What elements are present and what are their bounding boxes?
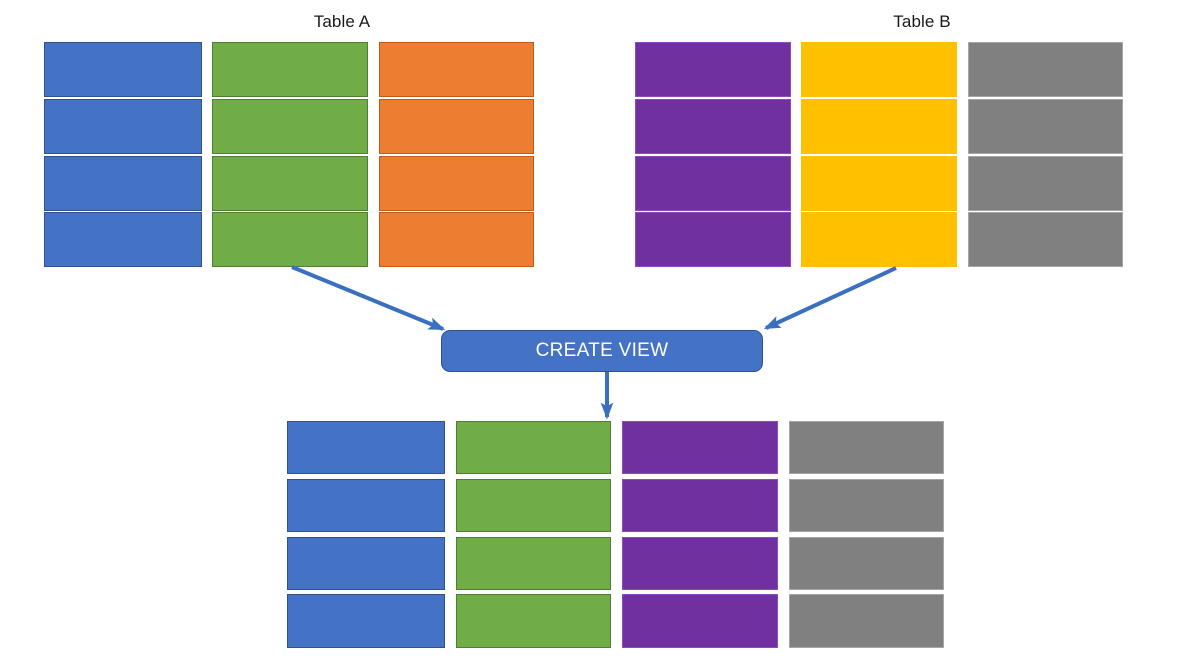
result-view-cell-r1-column-green <box>456 421 611 474</box>
table-b-label: Table B <box>893 12 951 31</box>
result-view-cell-r3-column-blue <box>287 537 445 590</box>
table-b-cell-r3-column-yellow <box>801 156 957 211</box>
result-view-cell-r4-column-green <box>456 594 611 648</box>
result-view-cell-r1-column-blue <box>287 421 445 474</box>
result-view-cell-r3-column-green <box>456 537 611 590</box>
result-view-cell-r1-column-gray <box>789 421 944 474</box>
table-b-cell-r1-column-purple <box>635 42 791 97</box>
result-view-cell-r2-column-green <box>456 479 611 532</box>
table-b-cell-r2-column-gray <box>968 99 1123 154</box>
table-b-cell-r3-column-purple <box>635 156 791 211</box>
result-view-cell-r3-column-gray <box>789 537 944 590</box>
table-a-cell-r2-column-blue <box>44 99 202 154</box>
result-view-cell-r2-column-blue <box>287 479 445 532</box>
table-a-cell-r4-column-orange <box>379 212 534 267</box>
table-a-label: Table A <box>313 12 371 31</box>
table-b-cell-r2-column-yellow <box>801 99 957 154</box>
create-view-button-label: CREATE VIEW <box>535 340 669 361</box>
result-view-cell-r2-column-purple <box>622 479 778 532</box>
table-a-cell-r1-column-orange <box>379 42 534 97</box>
table-b-cell-r3-column-gray <box>968 156 1123 211</box>
table-b-cell-r2-column-purple <box>635 99 791 154</box>
result-view-cell-r4-column-gray <box>789 594 944 648</box>
result-view-cell-r4-column-purple <box>622 594 778 648</box>
result-view-cell-r1-column-purple <box>622 421 778 474</box>
table-a-cell-r2-column-orange <box>379 99 534 154</box>
result-view-cell-r3-column-purple <box>622 537 778 590</box>
table-b-cell-r1-column-yellow <box>801 42 957 97</box>
create-view-button[interactable]: CREATE VIEW <box>441 330 763 372</box>
table-a-cell-r4-column-green <box>212 212 368 267</box>
result-view-cell-r4-column-blue <box>287 594 445 648</box>
table-a-cell-r3-column-blue <box>44 156 202 211</box>
result-view-cell-r2-column-gray <box>789 479 944 532</box>
table-b-cell-r1-column-gray <box>968 42 1123 97</box>
table-a-cell-r3-column-orange <box>379 156 534 211</box>
table-a-cell-r1-column-blue <box>44 42 202 97</box>
table-a-cell-r2-column-green <box>212 99 368 154</box>
table-a-cell-r1-column-green <box>212 42 368 97</box>
table-b-cell-r4-column-purple <box>635 212 791 267</box>
table-b-cell-r4-column-gray <box>968 212 1123 267</box>
table-b-cell-r4-column-yellow <box>801 212 957 267</box>
table-a-cell-r3-column-green <box>212 156 368 211</box>
table-a-cell-r4-column-blue <box>44 212 202 267</box>
